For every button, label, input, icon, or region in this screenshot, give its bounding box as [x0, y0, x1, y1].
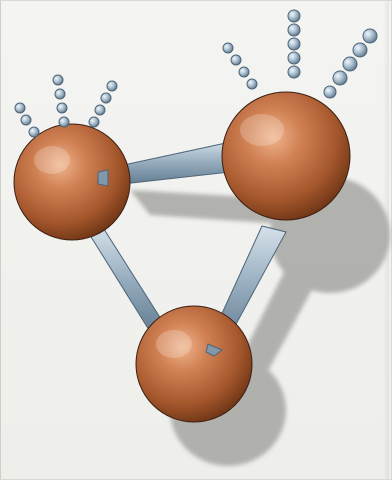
right-atom-chain-1	[223, 43, 257, 89]
highlight-left	[34, 146, 70, 174]
highlight-bottom	[156, 330, 192, 358]
left-atom-chain-2	[53, 75, 69, 127]
bottom-atom-sphere	[136, 306, 252, 422]
left-atom-sphere	[14, 124, 130, 240]
left-atom-chain-3	[89, 81, 117, 127]
highlight-right	[240, 114, 284, 146]
right-atom-chain-2	[288, 10, 300, 78]
right-atom-chain-3	[324, 29, 377, 98]
left-atom-chain-1	[15, 103, 39, 137]
tip-left	[98, 170, 108, 186]
right-atom-sphere	[222, 92, 350, 220]
